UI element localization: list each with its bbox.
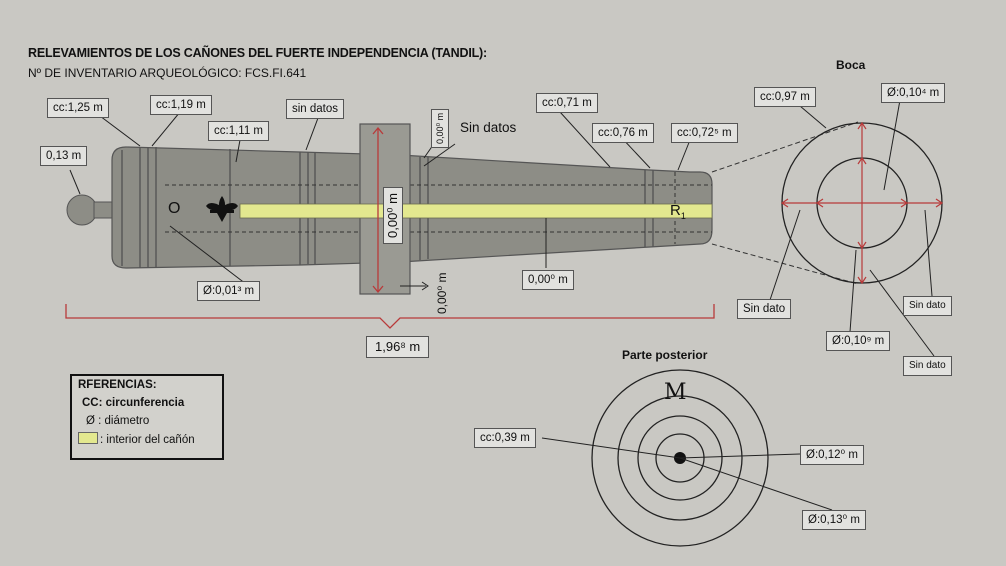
label-trunnion-height: 0,00⁰ m bbox=[431, 108, 449, 148]
legend-interior: : interior del cañón bbox=[78, 432, 195, 446]
cannon-cascabel bbox=[66, 194, 117, 226]
legend-diameter: Ø : diámetro bbox=[86, 415, 150, 427]
fleur-de-lis-emblem bbox=[206, 196, 238, 222]
label-sin-datos-top: sin datos bbox=[286, 99, 345, 119]
legend-title: RFERENCIAS: bbox=[78, 379, 157, 391]
rear-leaders bbox=[541, 437, 833, 511]
label-muzzle-outer-diameter: Ø:0,10⁴ m bbox=[881, 83, 946, 103]
dimension-lines bbox=[65, 126, 715, 329]
label-rear-cc: cc:0,39 m bbox=[474, 428, 536, 448]
label-cc-125: cc:1,25 m bbox=[47, 98, 109, 118]
references-legend: RFERENCIAS: CC: circunferencia Ø : diáme… bbox=[70, 374, 224, 460]
label-rear-diameter-1: Ø:0,12⁰ m bbox=[800, 445, 864, 465]
label-cc-071: cc:0,71 m bbox=[536, 93, 598, 113]
muzzle-dimensions bbox=[780, 121, 944, 285]
label-cc-076: cc:0,76 m bbox=[592, 123, 654, 143]
inventory-number: Nº DE INVENTARIO ARQUEOLÓGICO: FCS.FI.64… bbox=[28, 66, 307, 80]
marking-letter-o: O bbox=[168, 200, 181, 217]
label-cc-111: cc:1,11 m bbox=[208, 121, 269, 141]
label-rear-diameter-2: Ø:0,13⁰ m bbox=[802, 510, 866, 530]
muzzle-section-title: Boca bbox=[836, 58, 866, 72]
label-muzzle-cc: cc:0,97 m bbox=[754, 87, 816, 107]
label-trunnion-length: 0,00⁰ m bbox=[435, 272, 449, 315]
muzzle-projection-lines bbox=[711, 121, 859, 285]
label-cc-119: cc:1,19 m bbox=[150, 95, 212, 115]
label-sin-datos-trunnion: Sin datos bbox=[460, 120, 517, 135]
label-total-length: 1,96⁸ m bbox=[366, 336, 430, 358]
marking-letter-r: R1 bbox=[670, 202, 686, 221]
muzzle-leaders bbox=[769, 99, 935, 357]
label-cc-0725: cc:0,72⁵ m bbox=[671, 123, 738, 143]
label-muzzle-sin-dato-right: Sin dato bbox=[903, 296, 952, 316]
cannon-bore bbox=[239, 203, 713, 219]
label-trunnion-diameter: 0,00⁰ m bbox=[383, 187, 403, 244]
diagram-title: RELEVAMIENTOS DE LOS CAÑONES DEL FUERTE … bbox=[28, 46, 487, 60]
leader-lines bbox=[69, 111, 691, 291]
legend-cc: CC: circunferencia bbox=[82, 397, 185, 409]
rear-view bbox=[591, 369, 769, 547]
label-muzzle-sin-dato-left: Sin dato bbox=[737, 299, 792, 319]
legend-interior-swatch bbox=[78, 432, 98, 444]
label-bore-length: 0,00⁰ m bbox=[522, 270, 574, 290]
marking-letter-m: M bbox=[664, 380, 687, 405]
rear-section-title: Parte posterior bbox=[622, 348, 708, 362]
label-vent-diameter: Ø:0,01³ m bbox=[197, 281, 261, 301]
label-muzzle-sin-dato-bottom: Sin dato bbox=[903, 356, 952, 376]
label-cascabel-length: 0,13 m bbox=[40, 146, 88, 166]
label-muzzle-bore-diameter: Ø:0,10⁹ m bbox=[826, 331, 891, 351]
